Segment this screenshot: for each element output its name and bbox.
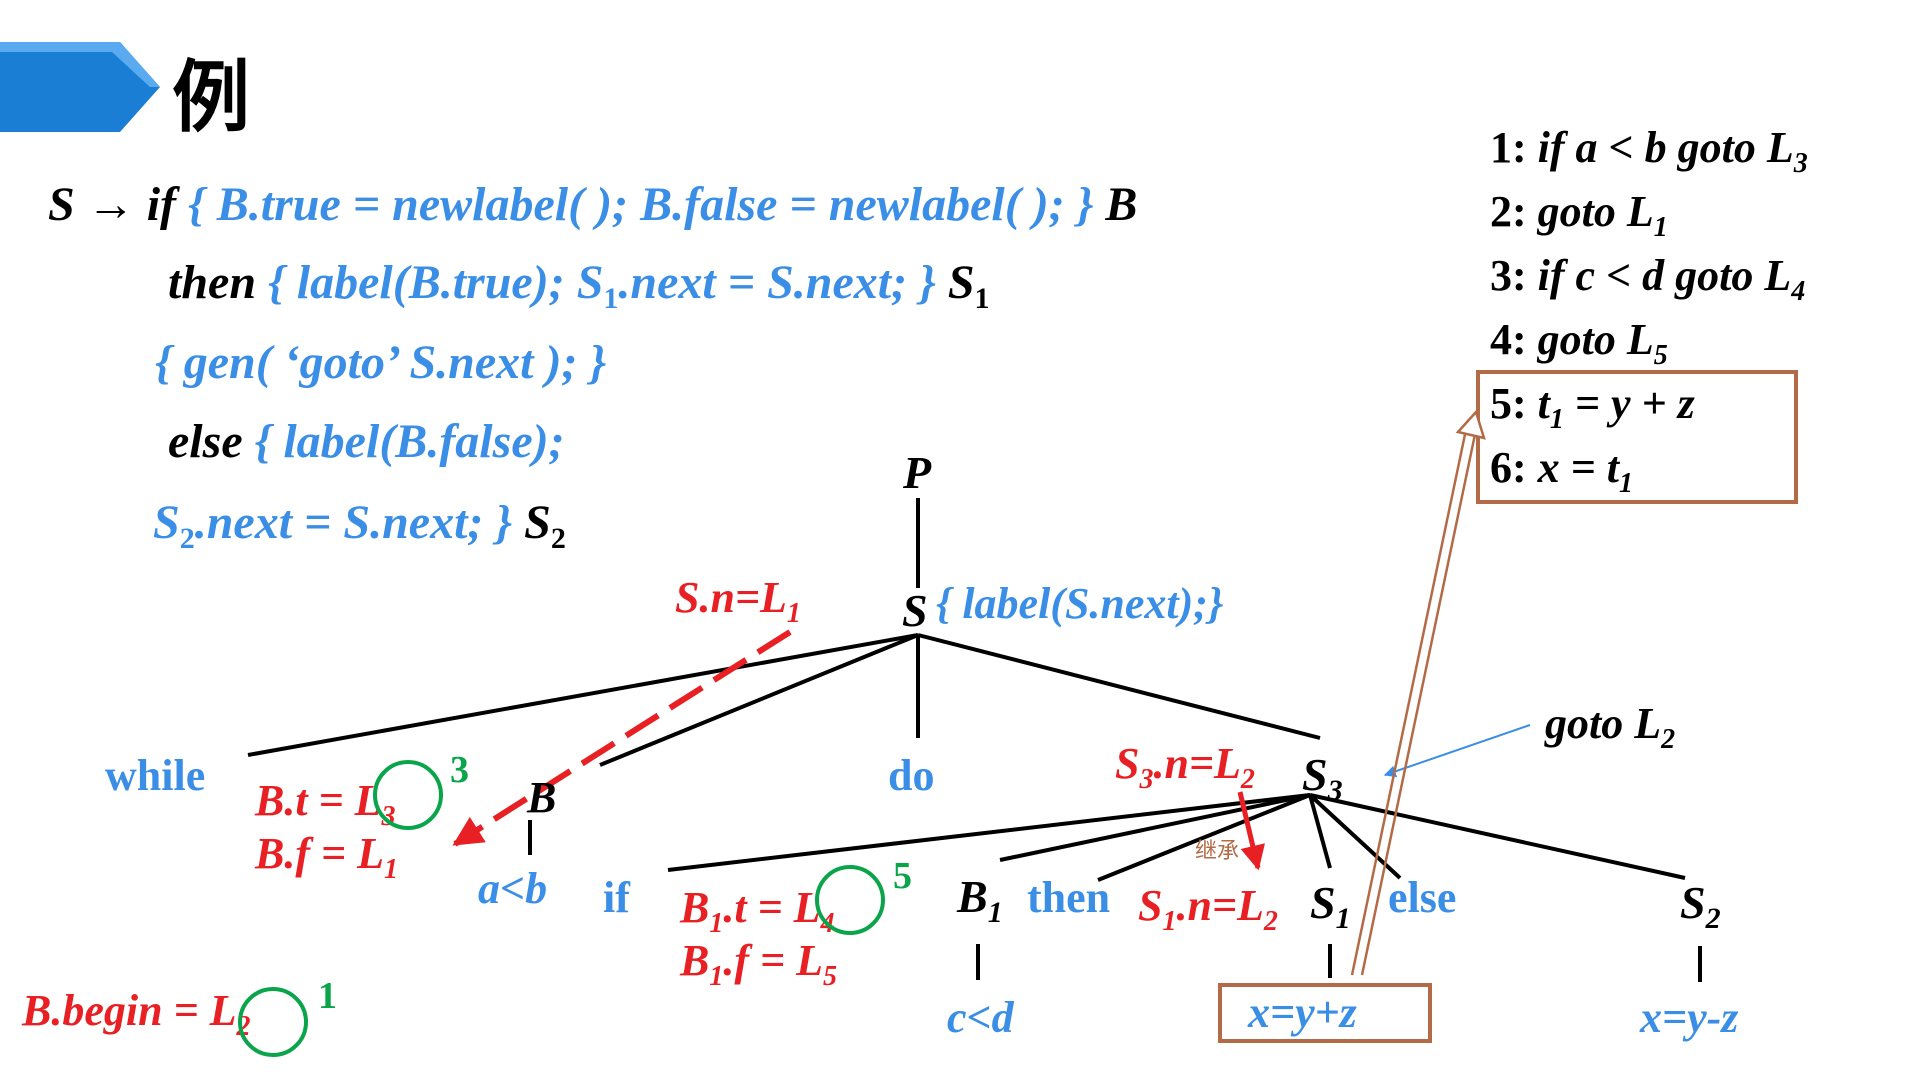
node-b: B <box>526 773 556 822</box>
banner-highlight <box>0 42 160 87</box>
brown-arrow <box>1350 409 1486 976</box>
leaf-x-eq-y-minus-z: x=y-z <box>1639 993 1738 1042</box>
rule-line-5: S2.next = S.next; } S2 <box>153 496 566 555</box>
tree-labels: P S { label(S.next);} S.n=L1 while B.t =… <box>21 447 1738 1043</box>
code-listing: 1: if a < b goto L3 2: goto L1 3: if c <… <box>1476 123 1808 504</box>
edge-s-s3 <box>917 633 1321 740</box>
dashed-arrow-sn-to-bf <box>452 629 792 847</box>
code-line-6: 6: x = t1 <box>1490 443 1633 499</box>
node-p: P <box>902 447 932 498</box>
node-then: then <box>1027 873 1110 922</box>
code-line-5: 5: t1 = y + z <box>1490 379 1695 435</box>
code-line-4: 4: goto L5 <box>1490 315 1668 371</box>
title-banner: 例 <box>0 42 250 143</box>
label-bt: B.t = L3 <box>254 776 396 832</box>
edge-s-b <box>599 633 919 767</box>
leaf-a-lt-b: a<b <box>478 864 547 913</box>
label-b-begin: B.begin = L2 <box>21 986 251 1042</box>
leaf-x-eq-y-plus-z: x=y+z <box>1247 988 1357 1037</box>
rule-line-3: { gen( ‘goto’ S.next ); } <box>155 336 606 389</box>
label-s-n: S.n=L1 <box>675 573 801 629</box>
step-markers: 3 5 1 <box>238 749 912 1057</box>
rule-line-2: then { label(B.true); S1.next = S.next; … <box>168 256 990 315</box>
edge-s3-if <box>667 793 1311 872</box>
label-s3-n: S3.n=L2 <box>1115 739 1255 795</box>
step-number-5: 5 <box>893 855 912 897</box>
leaf-box-xyz <box>1218 983 1432 1043</box>
node-s: S <box>902 585 928 636</box>
node-s3: S3 <box>1302 749 1343 807</box>
circle-l3 <box>373 760 443 830</box>
node-b1: B1 <box>956 871 1003 929</box>
goto-pointer-arrow <box>1383 724 1531 778</box>
edge-s3-b1 <box>999 793 1311 862</box>
banner-chevron <box>0 42 160 132</box>
node-s1: S1 <box>1310 877 1351 935</box>
step-number-1: 1 <box>318 975 337 1017</box>
node-else: else <box>1388 873 1456 922</box>
circle-l4 <box>815 865 885 935</box>
label-bf: B.f = L1 <box>254 829 398 885</box>
label-goto-l2: goto L2 <box>1544 699 1675 755</box>
node-if: if <box>603 873 631 922</box>
node-do: do <box>888 751 934 800</box>
rule-line-1: S → if { B.true = newlabel( ); B.false =… <box>48 178 1137 231</box>
label-b1t: B1.t = L4 <box>679 883 835 939</box>
leaf-c-lt-d: c<d <box>947 993 1015 1042</box>
edge-s3-s2 <box>1309 793 1686 880</box>
edge-s-while <box>247 633 919 757</box>
inherit-arrow <box>1237 791 1265 871</box>
semantic-rule: S → if { B.true = newlabel( ); B.false =… <box>48 178 1137 555</box>
label-b1f: B1.f = L5 <box>679 936 837 992</box>
circle-l2 <box>238 987 308 1057</box>
rule-line-4: else { label(B.false); <box>168 415 565 468</box>
code-line-3: 3: if c < d goto L4 <box>1490 251 1805 307</box>
label-s1-n: S1.n=L2 <box>1138 881 1278 937</box>
edge-s3-then <box>1097 793 1311 882</box>
code-line-2: 2: goto L1 <box>1490 187 1668 243</box>
node-s2: S2 <box>1680 877 1721 935</box>
node-s-action: { label(S.next);} <box>936 579 1223 628</box>
page-title: 例 <box>172 53 250 143</box>
label-inherit: 继承 <box>1195 839 1239 864</box>
code-line-1: 1: if a < b goto L3 <box>1490 123 1808 179</box>
step-number-3: 3 <box>450 749 469 791</box>
node-while: while <box>105 751 205 800</box>
edge-s3-s1 <box>1308 794 1332 869</box>
